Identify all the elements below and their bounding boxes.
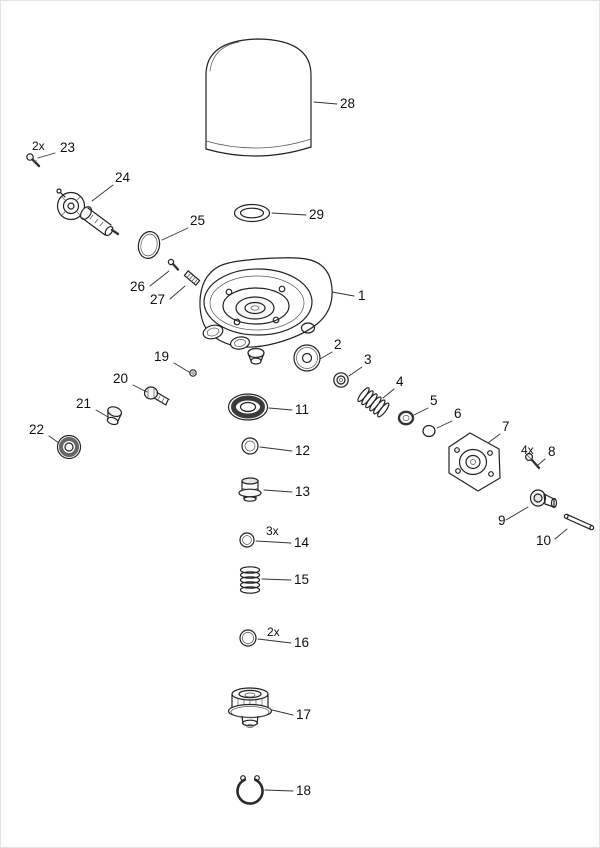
leader-line-3 — [348, 366, 363, 377]
leader-line-16 — [257, 638, 292, 644]
part-15-spring — [239, 566, 261, 594]
callout-label-10: 10 — [536, 533, 551, 548]
part-11-grommet — [227, 393, 269, 421]
qty-marker-23: 2x — [32, 139, 45, 153]
leader-line-11 — [268, 407, 293, 411]
part-9-fitting — [529, 489, 558, 509]
leader-line-21 — [95, 409, 109, 418]
callout-label-27: 27 — [150, 292, 165, 307]
part-14-o-ring — [239, 532, 255, 548]
callout-label-1: 1 — [358, 288, 366, 303]
callout-label-12: 12 — [295, 443, 310, 458]
leader-line-15 — [261, 578, 292, 581]
callout-label-24: 24 — [115, 170, 131, 185]
callout-label-15: 15 — [294, 572, 309, 587]
callout-label-14: 14 — [294, 535, 310, 550]
callout-label-8: 8 — [548, 444, 556, 459]
leader-line-17 — [271, 709, 294, 716]
callout-label-2: 2 — [334, 337, 342, 352]
part-29-o-ring — [233, 203, 271, 223]
part-28-cartridge — [205, 38, 312, 157]
leader-line-18 — [264, 789, 294, 792]
callout-label-26: 26 — [130, 279, 145, 294]
part-22-seal — [56, 434, 82, 460]
part-3-nut — [333, 372, 349, 388]
leader-line-5 — [413, 407, 429, 416]
callout-label-21: 21 — [76, 396, 91, 411]
callout-label-16: 16 — [294, 635, 309, 650]
part-16-o-ring — [239, 629, 257, 647]
qty-marker-8: 4x — [521, 443, 534, 457]
part-17-valve-cap — [227, 687, 273, 728]
leader-line-4 — [382, 388, 395, 399]
callout-label-3: 3 — [364, 352, 372, 367]
leader-line-20 — [132, 384, 148, 393]
callout-label-20: 20 — [113, 371, 128, 386]
callout-label-19: 19 — [154, 349, 169, 364]
leader-line-29 — [271, 212, 307, 216]
leader-line-27 — [169, 285, 186, 300]
leader-line-22 — [48, 435, 60, 444]
qty-marker-14: 3x — [266, 524, 279, 538]
leader-line-26 — [149, 270, 170, 287]
part-1-valve-body — [199, 257, 333, 365]
part-10-pin — [563, 513, 595, 531]
leader-line-23 — [37, 152, 56, 159]
callout-label-9: 9 — [498, 513, 506, 528]
leader-line-9 — [505, 506, 529, 521]
leader-line-1 — [331, 291, 355, 297]
callout-label-11: 11 — [295, 402, 309, 417]
qty-marker-16: 2x — [267, 625, 280, 639]
callout-label-5: 5 — [430, 393, 438, 408]
leader-line-2 — [319, 351, 333, 360]
leader-line-24 — [91, 184, 114, 202]
callout-layer: 1234567891011121314151617181920212223242… — [29, 96, 568, 798]
part-2-disc — [293, 344, 321, 372]
part-25-o-ring — [137, 231, 161, 259]
leader-line-14 — [255, 540, 292, 544]
part-18-snap-ring — [236, 775, 264, 805]
part-13-piston — [238, 477, 262, 502]
part-23-screw — [26, 153, 41, 168]
leader-line-12 — [259, 446, 293, 452]
callout-label-4: 4 — [396, 374, 404, 389]
callout-label-25: 25 — [190, 213, 205, 228]
part-21-plug — [106, 406, 123, 426]
callout-label-29: 29 — [309, 207, 324, 222]
part-4-spring — [357, 387, 390, 418]
part-19-washer — [189, 369, 197, 377]
part-8-screw — [524, 453, 541, 470]
callout-label-28: 28 — [340, 96, 355, 111]
callout-label-7: 7 — [502, 419, 510, 434]
leader-line-8 — [537, 458, 546, 466]
part-24-regulator-valve — [56, 188, 120, 237]
leader-line-7 — [487, 433, 501, 444]
part-20-bolt — [143, 386, 170, 406]
callout-label-6: 6 — [454, 406, 462, 421]
leader-line-13 — [263, 489, 293, 493]
part-7-cover-plate — [448, 432, 501, 492]
leader-line-6 — [436, 420, 453, 429]
callout-label-13: 13 — [295, 484, 310, 499]
leader-line-19 — [173, 362, 190, 373]
callout-label-23: 23 — [60, 140, 75, 155]
leader-line-28 — [313, 101, 338, 105]
part-26-screw — [167, 258, 180, 271]
part-27-pin — [183, 270, 201, 286]
leader-line-25 — [161, 227, 189, 241]
callout-label-17: 17 — [296, 707, 311, 722]
part-6-o-ring — [422, 424, 436, 438]
callout-label-18: 18 — [296, 783, 311, 798]
leader-line-10 — [554, 528, 568, 540]
part-5-washer — [397, 410, 415, 426]
callout-label-22: 22 — [29, 422, 44, 437]
part-12-o-ring — [241, 437, 259, 455]
